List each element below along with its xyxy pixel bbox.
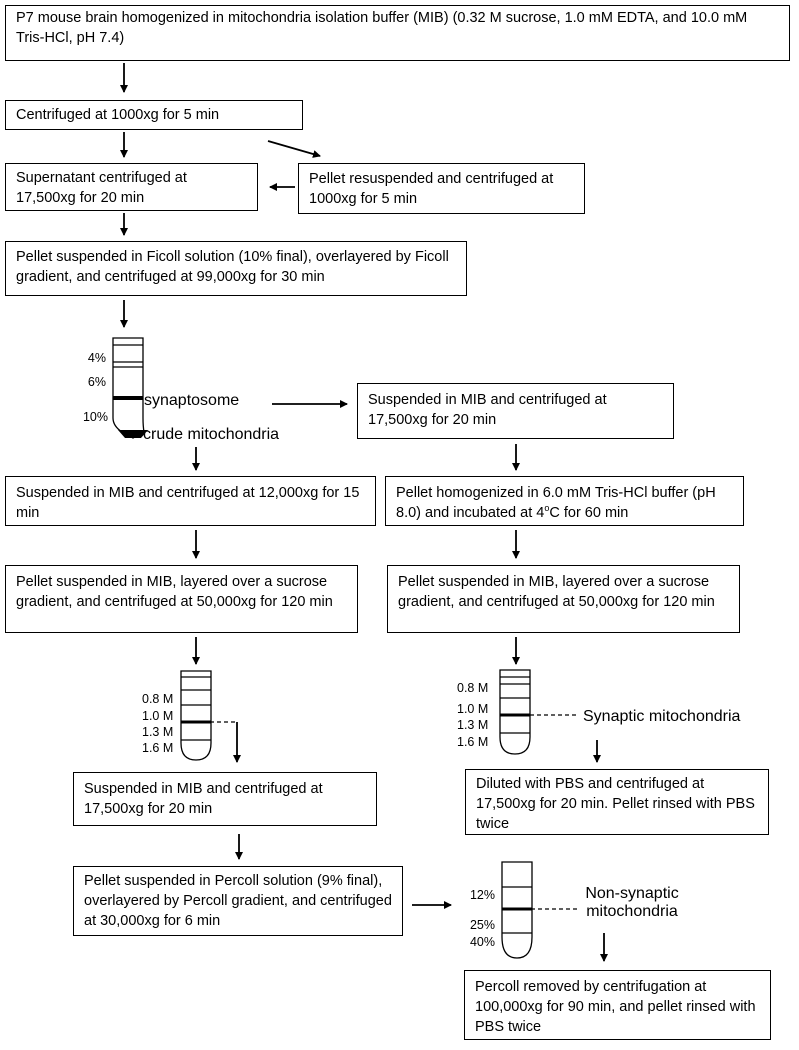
step-suspend-mib-right-text: Suspended in MIB and centrifuged at 17,5… (368, 392, 607, 428)
step-ficoll-box: Pellet suspended in Ficoll solution (10%… (5, 241, 467, 296)
tube3-label-0: 0.8 M (457, 681, 489, 695)
tube1-band-synaptosome: synaptosome (144, 392, 240, 409)
step-sucrose-right-text: Pellet suspended in MIB, layered over a … (398, 574, 715, 610)
tube3-label-2: 1.3 M (457, 718, 489, 732)
tube4-label-40pct: 40% (469, 935, 495, 949)
step-sucrose-left-box: Pellet suspended in MIB, layered over a … (5, 565, 358, 633)
step-tris-homogenize-text: Pellet homogenized in 6.0 mM Tris-HCl bu… (396, 485, 716, 521)
step-percoll-remove-text: Percoll removed by centrifugation at 100… (475, 979, 756, 1035)
step-pellet-resuspend-text: Pellet resuspended and centrifuged at 10… (309, 171, 554, 207)
step-sucrose-right-box: Pellet suspended in MIB, layered over a … (387, 565, 740, 633)
tube-sucrose-right (499, 669, 531, 755)
tube4-band-nonsynaptic-mito: Non-synaptic mitochondria (585, 885, 679, 920)
step-tris-homogenize-box: Pellet homogenized in 6.0 mM Tris-HCl bu… (385, 476, 744, 526)
tube-sucrose-left (180, 670, 212, 761)
tube4-label-25pct: 25% (469, 918, 495, 932)
step-homogenize-text: P7 mouse brain homogenized in mitochondr… (16, 10, 748, 46)
tube-ficoll (112, 337, 148, 439)
tube-percoll (501, 861, 533, 959)
tube2-label-2: 1.3 M (142, 725, 174, 739)
tube1-label-4pct: 4% (87, 351, 106, 365)
step-percoll-remove-box: Percoll removed by centrifugation at 100… (464, 970, 771, 1040)
tube3-band-synaptic-mito: Synaptic mitochondria (583, 708, 741, 725)
tube2-label-3: 1.6 M (142, 741, 174, 755)
step-ficoll-text: Pellet suspended in Ficoll solution (10%… (16, 249, 449, 285)
step-percoll-box: Pellet suspended in Percoll solution (9%… (73, 866, 403, 936)
step-suspend-12000-text: Suspended in MIB and centrifuged at 12,0… (16, 485, 360, 521)
step-pbs-dilute-text: Diluted with PBS and centrifuged at 17,5… (476, 776, 755, 832)
step-suspend-17500-text: Suspended in MIB and centrifuged at 17,5… (84, 781, 323, 817)
arrow-to-pellet (267, 140, 321, 158)
tube3-label-1: 1.0 M (457, 702, 489, 716)
step-pellet-resuspend-box: Pellet resuspended and centrifuged at 10… (298, 163, 585, 214)
step-pbs-dilute-box: Diluted with PBS and centrifuged at 17,5… (465, 769, 769, 835)
tube3-label-3: 1.6 M (457, 735, 489, 749)
step-supernatant-box: Supernatant centrifuged at 17,500xg for … (5, 163, 258, 211)
step-suspend-12000-box: Suspended in MIB and centrifuged at 12,0… (5, 476, 376, 526)
step-centrifuge-1000-text: Centrifuged at 1000xg for 5 min (16, 107, 220, 123)
tube1-pellet-crude-mito: crude mitochondria (143, 426, 280, 443)
step-supernatant-text: Supernatant centrifuged at 17,500xg for … (16, 170, 187, 206)
tube1-label-6pct: 6% (87, 375, 106, 389)
step-centrifuge-1000-box: Centrifuged at 1000xg for 5 min (5, 100, 303, 130)
step-suspend-mib-right-box: Suspended in MIB and centrifuged at 17,5… (357, 383, 674, 439)
step-sucrose-left-text: Pellet suspended in MIB, layered over a … (16, 574, 333, 610)
step-homogenize-box: P7 mouse brain homogenized in mitochondr… (5, 5, 790, 61)
step-percoll-text: Pellet suspended in Percoll solution (9%… (84, 873, 392, 929)
tube1-label-10pct: 10% (82, 410, 108, 424)
tube2-label-0: 0.8 M (142, 692, 174, 706)
tube4-label-12pct: 12% (469, 888, 495, 902)
tube2-label-1: 1.0 M (142, 709, 174, 723)
step-suspend-17500-box: Suspended in MIB and centrifuged at 17,5… (73, 772, 377, 826)
